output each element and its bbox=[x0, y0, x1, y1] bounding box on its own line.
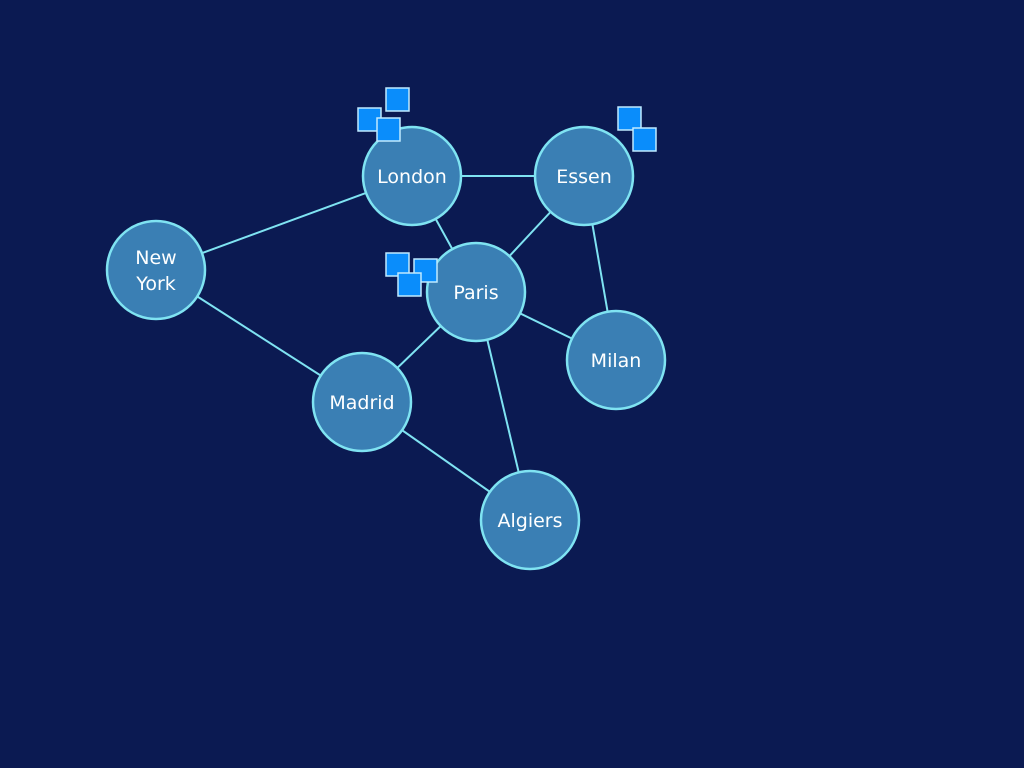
square-marker-icon bbox=[385, 87, 410, 112]
node-label: Algiers bbox=[497, 510, 562, 532]
node-label: Essen bbox=[556, 166, 612, 188]
square-marker-icon bbox=[617, 106, 642, 131]
node-milan[interactable]: Milan bbox=[565, 309, 667, 411]
square-marker-group-essen bbox=[617, 106, 657, 152]
node-label: Paris bbox=[453, 282, 498, 304]
square-marker-icon bbox=[397, 272, 422, 297]
node-label-line: York bbox=[135, 273, 176, 295]
node-circle bbox=[565, 309, 667, 411]
node-circle bbox=[479, 469, 581, 571]
node-circle bbox=[361, 125, 463, 227]
node-circle bbox=[533, 125, 635, 227]
node-paris[interactable]: Paris bbox=[425, 241, 527, 343]
markers-layer bbox=[357, 87, 657, 297]
node-label: London bbox=[377, 166, 447, 188]
node-label: Madrid bbox=[329, 392, 394, 414]
square-marker-icon bbox=[376, 117, 401, 142]
node-algiers[interactable]: Algiers bbox=[479, 469, 581, 571]
square-marker-icon bbox=[632, 127, 657, 152]
node-madrid[interactable]: Madrid bbox=[311, 351, 413, 453]
node-label-line: New bbox=[135, 247, 176, 269]
node-essen[interactable]: Essen bbox=[533, 125, 635, 227]
edges-layer bbox=[155, 175, 617, 521]
square-marker-group-paris bbox=[385, 252, 438, 297]
node-circle bbox=[105, 219, 207, 321]
node-circle bbox=[425, 241, 527, 343]
node-circle bbox=[311, 351, 413, 453]
square-marker-group-london bbox=[357, 87, 410, 142]
node-london[interactable]: London bbox=[361, 125, 463, 227]
node-label: Milan bbox=[591, 350, 642, 372]
